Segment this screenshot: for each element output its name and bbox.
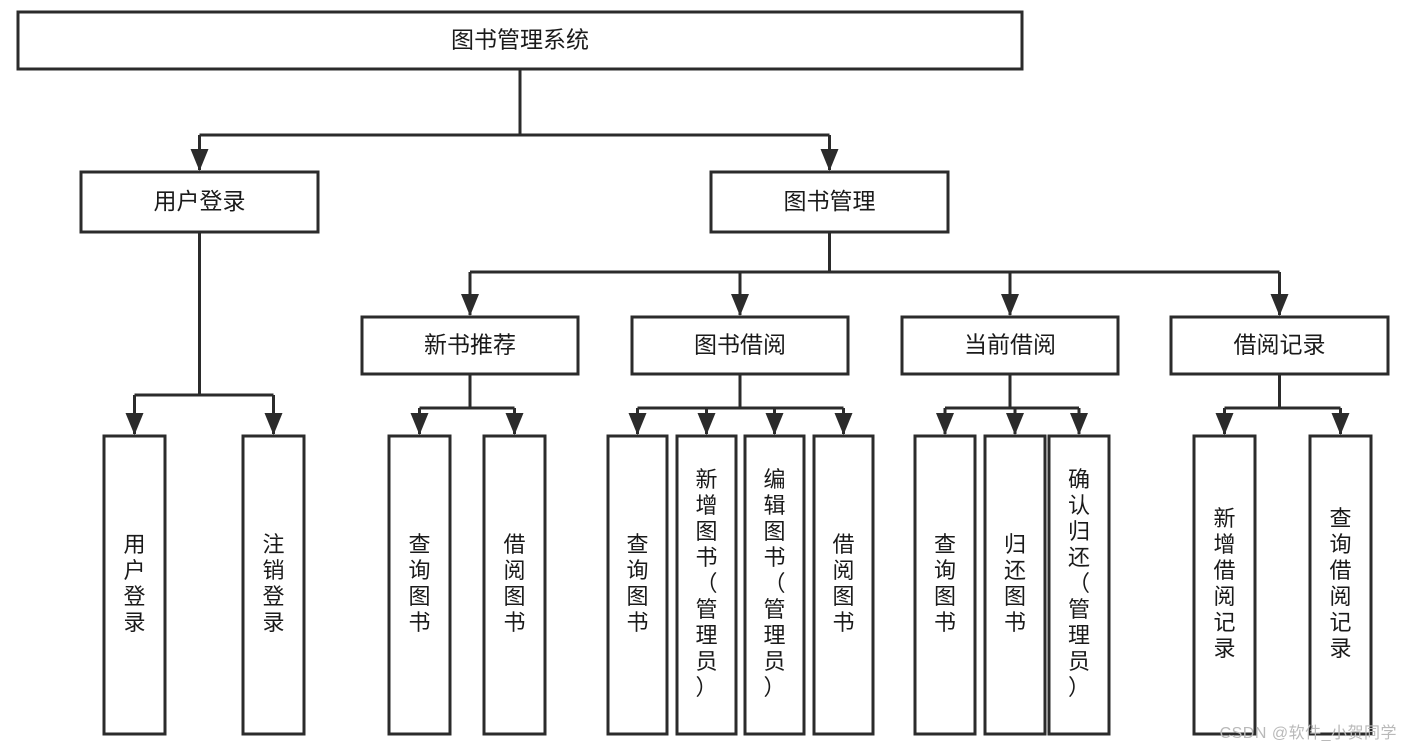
node-level2-1-label: 图书管理 — [784, 188, 876, 214]
node-leaf-10[interactable]: 确认归还（管理员） — [1047, 434, 1111, 736]
arrow-head-icon — [834, 413, 853, 435]
node-leaf-11-label: 新增借阅记录 — [1213, 506, 1235, 661]
node-leaf-0-box[interactable] — [102, 434, 167, 736]
node-level3-2-box[interactable] — [900, 315, 1120, 376]
node-level2-0-box[interactable] — [79, 170, 320, 234]
node-leaf-3-label: 借阅图书 — [503, 532, 525, 635]
arrow-head-icon — [505, 413, 524, 435]
node-leaf-4-label: 查询图书 — [626, 532, 648, 635]
nodes-layer: 图书管理系统用户登录图书管理新书推荐图书借阅当前借阅借阅记录用户登录注销登录查询… — [16, 10, 1390, 736]
arrow-head-icon — [765, 413, 784, 435]
arrow-head-icon — [264, 413, 283, 435]
arrow-head-icon — [461, 294, 479, 316]
arrow-head-icon — [1331, 413, 1350, 435]
node-level3-3-label: 借阅记录 — [1234, 332, 1326, 358]
node-leaf-7-box[interactable] — [812, 434, 875, 736]
node-level2-1-box[interactable] — [709, 170, 950, 234]
node-leaf-0-label: 用户登录 — [123, 532, 145, 635]
node-level3-1-box[interactable] — [630, 315, 850, 376]
node-leaf-6-label: 编辑图书（管理员） — [763, 467, 785, 700]
node-leaf-1[interactable]: 注销登录 — [241, 434, 306, 736]
node-level3-3-box[interactable] — [1169, 315, 1390, 376]
node-leaf-9-box[interactable] — [983, 434, 1047, 736]
node-leaf-3-box[interactable] — [482, 434, 547, 736]
arrow-head-icon — [1006, 413, 1024, 435]
node-leaf-3[interactable]: 借阅图书 — [482, 434, 547, 736]
node-leaf-7[interactable]: 借阅图书 — [812, 434, 875, 736]
node-leaf-2-box[interactable] — [387, 434, 452, 736]
node-leaf-11[interactable]: 新增借阅记录 — [1192, 434, 1257, 736]
node-leaf-8[interactable]: 查询图书 — [913, 434, 977, 736]
node-root-label: 图书管理系统 — [451, 27, 589, 53]
arrow-head-icon — [190, 149, 209, 171]
arrow-head-icon — [1270, 294, 1289, 316]
arrow-head-icon — [936, 413, 954, 435]
arrow-head-icon — [697, 413, 716, 435]
node-leaf-1-box[interactable] — [241, 434, 306, 736]
node-level3-3[interactable]: 借阅记录 — [1169, 315, 1390, 376]
node-level3-0-box[interactable] — [360, 315, 580, 376]
node-leaf-0[interactable]: 用户登录 — [102, 434, 167, 736]
connectors-layer — [125, 69, 1350, 435]
node-leaf-5-box[interactable] — [675, 434, 738, 736]
node-leaf-4[interactable]: 查询图书 — [606, 434, 669, 736]
node-leaf-7-label: 借阅图书 — [832, 532, 854, 635]
node-level2-1[interactable]: 图书管理 — [709, 170, 950, 234]
node-leaf-5-label: 新增图书（管理员） — [695, 467, 717, 700]
node-leaf-9-label: 归还图书 — [1004, 532, 1026, 635]
node-leaf-2[interactable]: 查询图书 — [387, 434, 452, 736]
arrow-head-icon — [628, 413, 647, 435]
arrow-head-icon — [1001, 294, 1019, 316]
node-leaf-12-label: 查询借阅记录 — [1329, 506, 1351, 661]
node-leaf-6-box[interactable] — [743, 434, 806, 736]
node-root[interactable]: 图书管理系统 — [16, 10, 1024, 71]
node-leaf-10-label: 确认归还（管理员） — [1068, 467, 1090, 700]
arrow-head-icon — [1215, 413, 1234, 435]
node-level3-1[interactable]: 图书借阅 — [630, 315, 850, 376]
node-leaf-6[interactable]: 编辑图书（管理员） — [743, 434, 806, 736]
node-leaf-5[interactable]: 新增图书（管理员） — [675, 434, 738, 736]
node-leaf-9[interactable]: 归还图书 — [983, 434, 1047, 736]
node-level3-0-label: 新书推荐 — [424, 332, 516, 358]
node-root-box[interactable] — [16, 10, 1024, 71]
node-level3-0[interactable]: 新书推荐 — [360, 315, 580, 376]
node-level2-0[interactable]: 用户登录 — [79, 170, 320, 234]
node-leaf-4-box[interactable] — [606, 434, 669, 736]
arrow-head-icon — [125, 413, 144, 435]
node-level3-1-label: 图书借阅 — [694, 332, 786, 358]
arrow-head-icon — [820, 149, 839, 171]
arrow-head-icon — [410, 413, 429, 435]
node-leaf-8-box[interactable] — [913, 434, 977, 736]
node-level3-2-label: 当前借阅 — [964, 332, 1056, 358]
arrow-head-icon — [1070, 413, 1088, 435]
node-leaf-8-label: 查询图书 — [934, 532, 956, 635]
node-leaf-12-box[interactable] — [1308, 434, 1373, 736]
arrow-head-icon — [731, 294, 749, 316]
node-level2-0-label: 用户登录 — [154, 188, 246, 214]
node-leaf-11-box[interactable] — [1192, 434, 1257, 736]
node-leaf-1-label: 注销登录 — [262, 532, 284, 635]
node-level3-2[interactable]: 当前借阅 — [900, 315, 1120, 376]
node-leaf-10-box[interactable] — [1047, 434, 1111, 736]
node-leaf-2-label: 查询图书 — [408, 532, 430, 635]
watermark-text: CSDN @软件_小贺同学 — [1219, 725, 1397, 742]
node-leaf-12[interactable]: 查询借阅记录 — [1308, 434, 1373, 736]
